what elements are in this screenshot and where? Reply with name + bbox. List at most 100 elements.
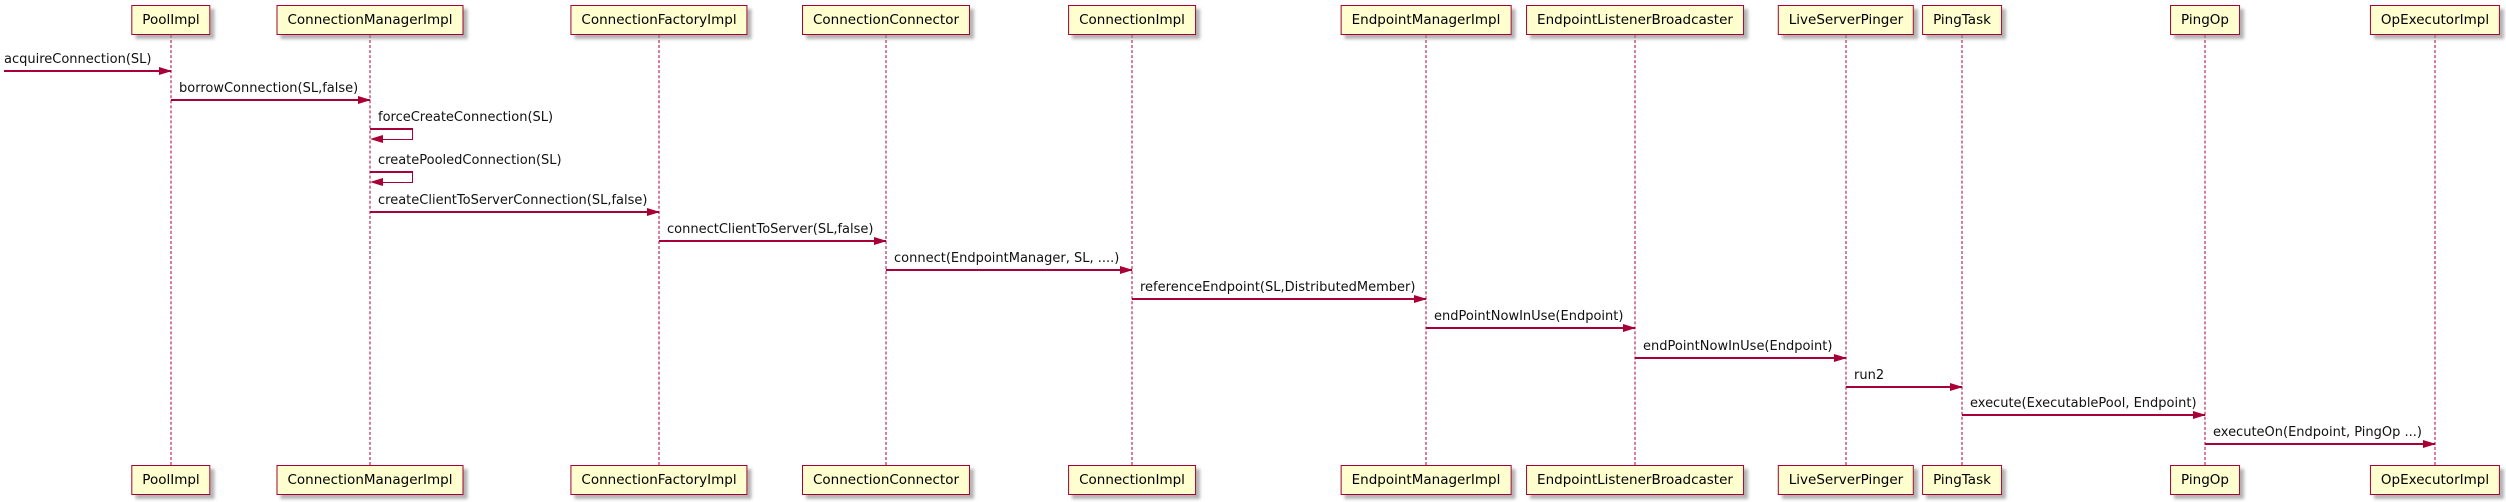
arrowhead-icon — [2423, 439, 2436, 448]
participant-label: ConnectionFactoryImpl — [581, 472, 737, 488]
arrowhead-icon — [1623, 323, 1636, 332]
message-line — [411, 128, 413, 140]
participant-top-connection-manager-impl: ConnectionManagerImpl — [276, 5, 464, 35]
message-label: run2 — [1854, 368, 1885, 383]
message-label: connectClientToServer(SL,false) — [667, 222, 874, 237]
message-line — [1132, 298, 1426, 300]
participant-top-endpoint-listener-broadcaster: EndpointListenerBroadcaster — [1526, 5, 1744, 35]
arrowhead-icon — [370, 177, 383, 186]
message-label: endPointNowInUse(Endpoint) — [1643, 339, 1833, 354]
participant-label: ConnectionConnector — [812, 12, 960, 28]
message-line — [2205, 443, 2435, 445]
participant-top-op-executor-impl: OpExecutorImpl — [2369, 5, 2501, 35]
participant-label: PingOp — [2181, 12, 2229, 28]
arrowhead-icon — [1414, 294, 1427, 303]
participant-top-ping-op: PingOp — [2170, 5, 2240, 35]
message-line — [659, 240, 886, 242]
arrowhead-icon — [2193, 410, 2206, 419]
participant-label: PingOp — [2181, 472, 2229, 488]
participant-label: ConnectionManagerImpl — [287, 472, 453, 488]
message-line — [370, 171, 413, 173]
participant-label: LiveServerPinger — [1788, 472, 1904, 488]
message-label: executeOn(Endpoint, PingOp ...) — [2213, 425, 2422, 440]
participant-bottom-ping-task: PingTask — [1922, 465, 2002, 495]
participant-label: OpExecutorImpl — [2380, 12, 2490, 28]
message-line — [382, 181, 412, 183]
message-label: endPointNowInUse(Endpoint) — [1434, 309, 1624, 324]
participant-top-connection-connector: ConnectionConnector — [801, 5, 971, 35]
participant-bottom-op-executor-impl: OpExecutorImpl — [2369, 465, 2501, 495]
participant-label: ConnectionImpl — [1079, 12, 1185, 28]
message-line — [1426, 327, 1635, 329]
participant-label: EndpointManagerImpl — [1351, 472, 1501, 488]
lifeline-connection-factory-impl — [658, 35, 660, 465]
participant-label: EndpointListenerBroadcaster — [1537, 12, 1733, 28]
participant-bottom-ping-op: PingOp — [2170, 465, 2240, 495]
message-line — [1846, 386, 1962, 388]
participant-label: PoolImpl — [142, 472, 200, 488]
lifeline-ping-op — [2204, 35, 2206, 465]
lifeline-ping-task — [1961, 35, 1963, 465]
message-line — [4, 70, 171, 72]
lifeline-connection-impl — [1131, 35, 1133, 465]
lifeline-op-executor-impl — [2434, 35, 2436, 465]
participant-label: ConnectionFactoryImpl — [581, 12, 737, 28]
message-label: connect(EndpointManager, SL, ....) — [894, 251, 1120, 266]
participant-bottom-connection-factory-impl: ConnectionFactoryImpl — [570, 465, 748, 495]
participant-top-connection-impl: ConnectionImpl — [1068, 5, 1196, 35]
participant-bottom-connection-impl: ConnectionImpl — [1068, 465, 1196, 495]
message-create-pooled-connection: createPooledConnection(SL) — [370, 153, 562, 186]
participant-label: PingTask — [1933, 12, 1991, 28]
arrowhead-icon — [1120, 265, 1133, 274]
participant-bottom-endpoint-listener-broadcaster: EndpointListenerBroadcaster — [1526, 465, 1744, 495]
arrowhead-icon — [159, 66, 172, 75]
participant-label: OpExecutorImpl — [2380, 472, 2490, 488]
message-line — [886, 269, 1132, 271]
participant-top-pool-impl: PoolImpl — [131, 5, 211, 35]
arrowhead-icon — [647, 207, 660, 216]
message-line — [1635, 357, 1846, 359]
participant-bottom-connection-manager-impl: ConnectionManagerImpl — [276, 465, 464, 495]
message-line — [370, 128, 413, 130]
participant-label: ConnectionImpl — [1079, 472, 1185, 488]
message-line — [411, 171, 413, 183]
participant-bottom-connection-connector: ConnectionConnector — [801, 465, 971, 495]
lifeline-live-server-pinger — [1845, 35, 1847, 465]
participant-top-live-server-pinger: LiveServerPinger — [1777, 5, 1915, 35]
lifeline-endpoint-listener-broadcaster — [1634, 35, 1636, 465]
participant-bottom-endpoint-manager-impl: EndpointManagerImpl — [1340, 465, 1512, 495]
arrowhead-icon — [358, 95, 371, 104]
message-line — [382, 138, 412, 140]
message-line — [171, 99, 370, 101]
participant-top-connection-factory-impl: ConnectionFactoryImpl — [570, 5, 748, 35]
arrowhead-icon — [874, 236, 887, 245]
lifeline-pool-impl — [170, 35, 172, 465]
participant-label: EndpointListenerBroadcaster — [1537, 472, 1733, 488]
lifeline-connection-manager-impl — [369, 35, 371, 465]
participant-label: LiveServerPinger — [1788, 12, 1904, 28]
participant-label: ConnectionConnector — [812, 472, 960, 488]
participant-label: PingTask — [1933, 472, 1991, 488]
arrowhead-icon — [370, 134, 383, 143]
lifeline-connection-connector — [885, 35, 887, 465]
participant-top-ping-task: PingTask — [1922, 5, 2002, 35]
participant-bottom-pool-impl: PoolImpl — [131, 465, 211, 495]
message-line — [370, 211, 659, 213]
message-label: borrowConnection(SL,false) — [179, 81, 359, 96]
message-force-create-connection: forceCreateConnection(SL) — [370, 110, 553, 143]
participant-bottom-live-server-pinger: LiveServerPinger — [1777, 465, 1915, 495]
lifeline-endpoint-manager-impl — [1425, 35, 1427, 465]
message-label: createClientToServerConnection(SL,false) — [378, 193, 648, 208]
arrowhead-icon — [1950, 382, 1963, 391]
participant-label: PoolImpl — [142, 12, 200, 28]
message-label: referenceEndpoint(SL,DistributedMember) — [1140, 280, 1416, 295]
participant-label: ConnectionManagerImpl — [287, 12, 453, 28]
message-label: createPooledConnection(SL) — [378, 153, 562, 168]
arrowhead-icon — [1834, 353, 1847, 362]
message-label: execute(ExecutablePool, Endpoint) — [1970, 396, 2197, 411]
message-label: acquireConnection(SL) — [4, 52, 152, 67]
participant-top-endpoint-manager-impl: EndpointManagerImpl — [1340, 5, 1512, 35]
participant-label: EndpointManagerImpl — [1351, 12, 1501, 28]
message-label: forceCreateConnection(SL) — [378, 110, 554, 125]
